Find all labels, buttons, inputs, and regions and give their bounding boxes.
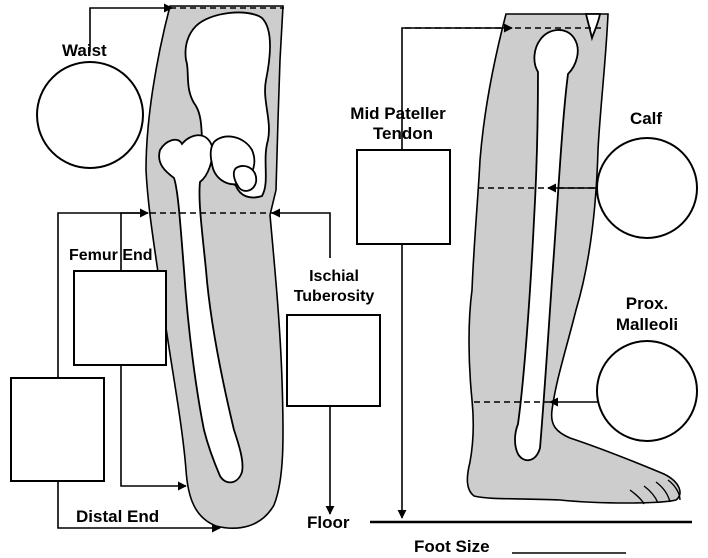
mid-pateller-label-line2: Tendon <box>373 124 433 143</box>
prox-malleoli-label-line2: Malleoli <box>616 315 678 334</box>
ischial-leader-top <box>272 213 330 258</box>
waist-label: Waist <box>62 41 107 60</box>
ischial-label-line2: Tuberosity <box>294 288 375 305</box>
mid-pateller-label-line1: Mid Pateller <box>350 104 446 123</box>
calf-measurement-circle[interactable] <box>597 138 697 238</box>
distal-end-measurement-box[interactable] <box>11 378 104 481</box>
calf-label: Calf <box>630 109 662 128</box>
foot-size-label: Foot Size <box>414 537 490 556</box>
waist-measurement-circle[interactable] <box>37 62 143 168</box>
prox-malleoli-label-line1: Prox. <box>626 294 669 313</box>
ischial-tuberosity-measurement-box[interactable] <box>287 315 380 406</box>
floor-label: Floor <box>307 513 350 532</box>
femur-end-label: Femur End <box>69 247 153 264</box>
prox-malleoli-measurement-circle[interactable] <box>597 341 697 441</box>
mid-pateller-tendon-measurement-box[interactable] <box>357 150 450 244</box>
residual-limb-illustration <box>146 6 283 528</box>
distal-end-label: Distal End <box>76 507 159 526</box>
ischial-label-line1: Ischial <box>309 268 359 285</box>
femur-end-measurement-box[interactable] <box>74 271 166 365</box>
